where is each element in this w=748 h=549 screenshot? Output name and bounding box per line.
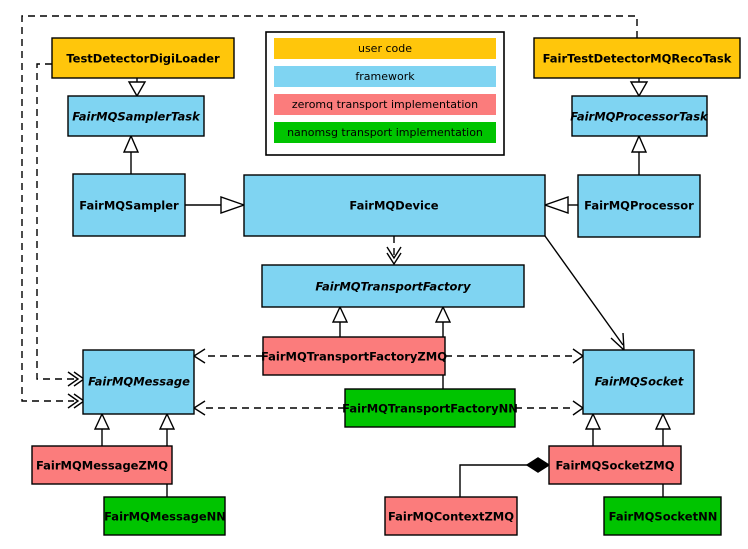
arrowhead-recotask-to-message-2	[67, 393, 80, 409]
triangle-sampler-to-samplertask	[122, 134, 140, 153]
edge-digiloader-to-message	[36, 63, 74, 380]
node-box[interactable]	[262, 336, 446, 376]
node-fairmq-sampler-task[interactable]: FairMQSamplerTask	[67, 95, 205, 137]
node-fairmq-transport-factory[interactable]: FairMQTransportFactory	[261, 264, 525, 308]
node-fairmq-transport-factory-zmq[interactable]: FairMQTransportFactoryZMQ	[261, 336, 447, 376]
triangle-messagenn-to-message	[158, 412, 176, 430]
legend-swatch-user-code	[274, 38, 496, 59]
legend-item-user-code: user code	[274, 38, 496, 59]
edge-socketzmq-to-contextzmq	[459, 464, 528, 497]
node-box[interactable]	[533, 37, 741, 79]
triangle-digiloader-to-samplertask	[127, 81, 147, 98]
edge-device-to-socket	[544, 235, 624, 346]
node-box[interactable]	[603, 496, 722, 536]
legend-item-framework: framework	[274, 66, 496, 87]
triangle-socketzmq-to-socket	[584, 412, 602, 430]
arrowhead-tfzmq-to-socket	[572, 348, 585, 364]
edge-layer	[21, 15, 672, 497]
arrowhead-digiloader-to-message-2	[67, 371, 80, 387]
legend-swatch-zeromq	[274, 94, 496, 115]
node-box[interactable]	[577, 174, 701, 238]
triangle-socketnn-to-socket	[654, 412, 672, 430]
triangle-messagezmq-to-message	[93, 412, 111, 430]
node-box[interactable]	[72, 173, 186, 237]
arrowhead-device-to-socket	[610, 332, 625, 352]
node-box[interactable]	[571, 95, 708, 137]
legend-swatch-framework	[274, 66, 496, 87]
node-fairmq-transport-factory-nn[interactable]: FairMQTransportFactoryNN	[342, 388, 518, 428]
node-fairmq-message-nn[interactable]: FairMQMessageNN	[103, 496, 226, 536]
node-fairmq-message[interactable]: FairMQMessage	[82, 349, 195, 415]
node-box[interactable]	[67, 95, 205, 137]
node-test-detector-digi-loader[interactable]: TestDetectorDigiLoader	[51, 37, 235, 79]
node-fairmq-processor-task[interactable]: FairMQProcessorTask	[570, 95, 709, 137]
node-box[interactable]	[82, 349, 195, 415]
arrowhead-tfnn-to-socket	[572, 400, 585, 416]
arrowhead-device-to-transportfactory	[386, 252, 402, 266]
node-fairmq-sampler[interactable]: FairMQSampler	[72, 173, 186, 237]
triangle-sampler-to-device	[220, 196, 247, 214]
triangle-processor-to-processortask	[630, 134, 648, 153]
node-box[interactable]	[582, 349, 695, 415]
node-fairmq-socket[interactable]: FairMQSocket	[582, 349, 695, 415]
node-fairmq-processor[interactable]: FairMQProcessor	[577, 174, 701, 238]
triangle-tfnn-to-tf	[434, 305, 452, 323]
diamond-socketzmq-composition	[525, 457, 551, 473]
node-box[interactable]	[31, 445, 173, 485]
node-fairmq-context-zmq[interactable]: FairMQContextZMQ	[384, 496, 518, 536]
node-box[interactable]	[51, 37, 235, 79]
node-box[interactable]	[261, 264, 525, 308]
legend-item-nanomsg: nanomsg transport implementation	[274, 122, 496, 143]
edge-recotask-to-message	[21, 15, 638, 402]
node-box[interactable]	[548, 445, 682, 485]
triangle-processor-to-device	[542, 196, 569, 214]
node-fairmq-device[interactable]: FairMQDevice	[243, 174, 546, 237]
triangle-recotask-to-processortask	[629, 81, 649, 98]
node-box[interactable]	[384, 496, 518, 536]
legend-swatch-nanomsg	[274, 122, 496, 143]
node-box[interactable]	[243, 174, 546, 237]
node-box[interactable]	[103, 496, 226, 536]
node-fairmq-socket-nn[interactable]: FairMQSocketNN	[603, 496, 722, 536]
legend-item-zeromq: zeromq transport implementation	[274, 94, 496, 115]
arrowhead-tfnn-to-message	[192, 400, 206, 416]
node-fair-test-detector-mq-reco-task[interactable]: FairTestDetectorMQRecoTask	[533, 37, 741, 79]
arrowhead-tfzmq-to-message	[192, 348, 206, 364]
triangle-tfzmq-to-tf	[331, 305, 349, 323]
legend: user code framework zeromq transport imp…	[265, 31, 505, 156]
node-fairmq-message-zmq[interactable]: FairMQMessageZMQ	[31, 445, 173, 485]
node-box[interactable]	[344, 388, 516, 428]
arrowhead-device-to-transportfactory-2	[386, 246, 402, 260]
node-fairmq-socket-zmq[interactable]: FairMQSocketZMQ	[548, 445, 682, 485]
